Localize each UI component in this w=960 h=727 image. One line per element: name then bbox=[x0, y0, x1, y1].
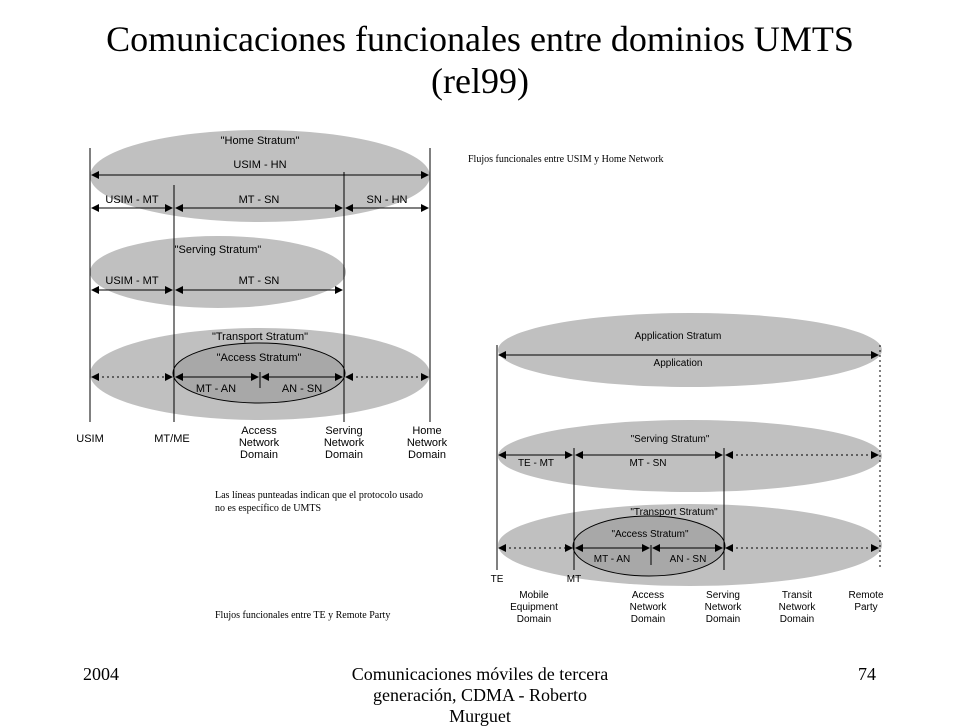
domain-access-r1: Access bbox=[632, 590, 664, 601]
domain-mt-me: MT/ME bbox=[154, 433, 189, 445]
label-application-stratum: Application Stratum bbox=[635, 331, 722, 342]
domain-access-1: Access bbox=[241, 425, 277, 437]
label-home-stratum: "Home Stratum" bbox=[221, 135, 300, 147]
domain-remote-1: Remote bbox=[848, 590, 883, 601]
domain-access-3: Domain bbox=[240, 449, 278, 461]
note-te-party: Flujos funcionales entre TE y Remote Par… bbox=[215, 610, 391, 621]
label-usim-mt-serving: USIM - MT bbox=[105, 275, 158, 287]
label-te-mt: TE - MT bbox=[518, 458, 554, 469]
domain-transit-1: Transit bbox=[782, 590, 812, 601]
domain-access-2: Network bbox=[239, 437, 280, 449]
domain-access-r2: Network bbox=[630, 602, 668, 613]
note-dotted-1: Las líneas punteadas indican que el prot… bbox=[215, 490, 423, 501]
domain-access-r3: Domain bbox=[631, 614, 665, 625]
domain-remote-2: Party bbox=[854, 602, 877, 613]
domain-home-2: Network bbox=[407, 437, 448, 449]
footer-page: 74 bbox=[858, 664, 876, 684]
footer-center-line-1: Comunicaciones móviles de tercera bbox=[351, 664, 609, 684]
title-line-2: (rel99) bbox=[431, 61, 529, 101]
footer-center-line-2: generación, CDMA - Roberto bbox=[373, 685, 587, 705]
domain-transit-3: Domain bbox=[780, 614, 814, 625]
label-mt-sn-home: MT - SN bbox=[239, 194, 280, 206]
diagram-canvas: "Home Stratum" USIM - HN USIM - MT MT - … bbox=[76, 130, 884, 625]
domain-serving-r1: Serving bbox=[706, 590, 740, 601]
right-diagram: Application Stratum Application "Serving… bbox=[491, 313, 884, 625]
label-an-sn-left: AN - SN bbox=[282, 383, 322, 395]
label-sn-hn: SN - HN bbox=[367, 194, 408, 206]
domain-mobile-2: Equipment bbox=[510, 602, 558, 613]
footer-center: Comunicaciones móviles de tercera genera… bbox=[300, 664, 660, 727]
domain-mobile-1: Mobile bbox=[519, 590, 549, 601]
label-mt-an-left: MT - AN bbox=[196, 383, 236, 395]
label-serving-stratum-right: "Serving Stratum" bbox=[631, 434, 710, 445]
domain-home-3: Domain bbox=[408, 449, 446, 461]
domain-mobile-3: Domain bbox=[517, 614, 551, 625]
label-usim-mt-home: USIM - MT bbox=[105, 194, 158, 206]
domain-serving-2: Network bbox=[324, 437, 365, 449]
domain-home-1: Home bbox=[412, 425, 441, 437]
domain-serving-r3: Domain bbox=[706, 614, 740, 625]
domain-transit-2: Network bbox=[779, 602, 817, 613]
domain-usim: USIM bbox=[76, 433, 104, 445]
domain-serving-1: Serving bbox=[325, 425, 362, 437]
title-line-1: Comunicaciones funcionales entre dominio… bbox=[106, 19, 854, 59]
label-application: Application bbox=[654, 358, 703, 369]
note-usim-hn: Flujos funcionales entre USIM y Home Net… bbox=[468, 154, 664, 165]
label-mt-right: MT bbox=[567, 574, 581, 585]
left-diagram: "Home Stratum" USIM - HN USIM - MT MT - … bbox=[76, 130, 448, 461]
footer-center-line-3: Murguet bbox=[449, 706, 511, 726]
label-usim-hn: USIM - HN bbox=[233, 159, 286, 171]
label-mt-sn-right: MT - SN bbox=[629, 458, 666, 469]
label-access-stratum: "Access Stratum" bbox=[217, 352, 302, 364]
access-stratum-ellipse-right bbox=[572, 515, 726, 577]
label-transport-stratum-right: "Transport Stratum" bbox=[630, 507, 718, 518]
label-access-stratum-right: "Access Stratum" bbox=[611, 529, 689, 540]
note-dotted-2: no es específico de UMTS bbox=[215, 503, 322, 514]
label-serving-stratum: "Serving Stratum" bbox=[175, 244, 262, 256]
footer-year: 2004 bbox=[83, 664, 119, 684]
domain-serving-r2: Network bbox=[705, 602, 743, 613]
label-mt-sn-serving: MT - SN bbox=[239, 275, 280, 287]
label-te: TE bbox=[491, 574, 504, 585]
label-an-sn-right: AN - SN bbox=[670, 554, 707, 565]
slide-title: Comunicaciones funcionales entre dominio… bbox=[0, 18, 960, 102]
label-transport-stratum: "Transport Stratum" bbox=[212, 331, 308, 343]
domain-serving-3: Domain bbox=[325, 449, 363, 461]
serving-stratum-ellipse-right bbox=[498, 420, 882, 492]
label-mt-an-right: MT - AN bbox=[594, 554, 630, 565]
application-stratum-ellipse bbox=[498, 313, 882, 387]
